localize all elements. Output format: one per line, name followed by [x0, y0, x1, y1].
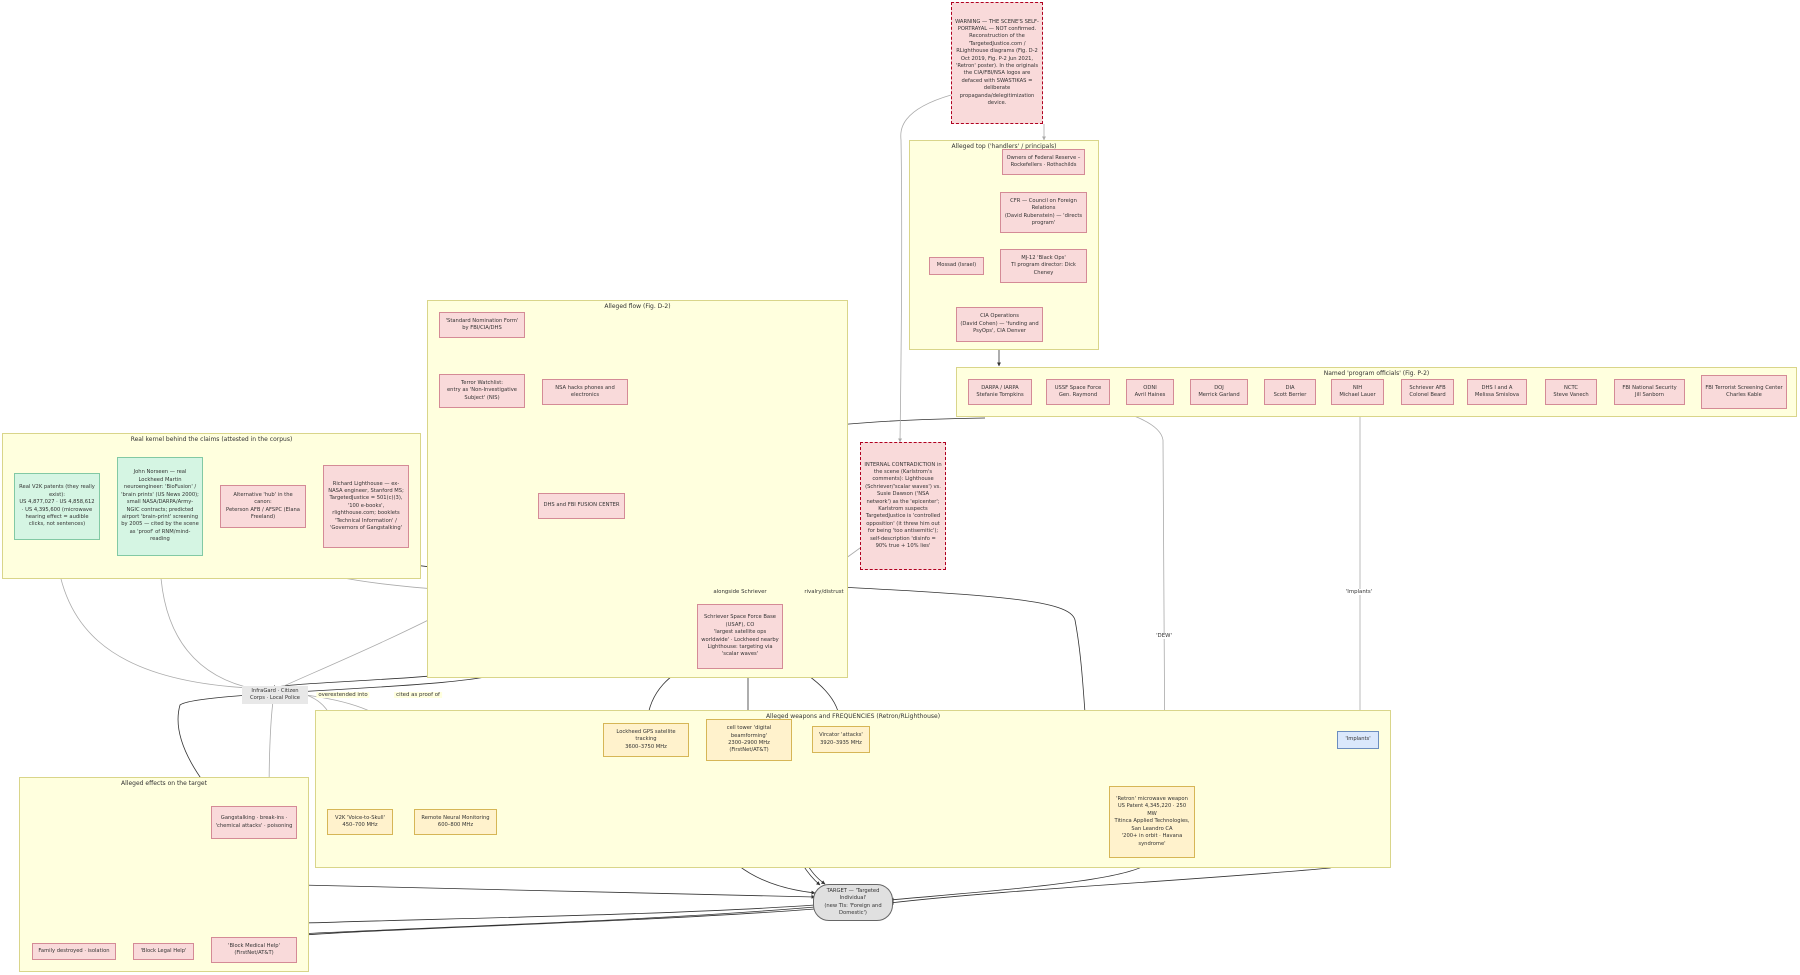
node-fbi-national-security: FBI National Security Jill Sanborn	[1614, 379, 1685, 405]
node-nomination-form: 'Standard Nomination Form' by FBI/CIA/DH…	[439, 312, 525, 338]
node-ussf: USSF Space Force Gen. Raymond	[1046, 379, 1110, 405]
node-nsa: NSA hacks phones and electronics	[542, 379, 628, 405]
node-family-destroyed: Family destroyed · isolation	[32, 943, 116, 960]
node-darpa: DARPA / IARPA Stefanie Tompkins	[968, 379, 1032, 405]
node-schriever-colonel: Schriever AFB Colonel Beard	[1401, 379, 1454, 405]
edge-label-implants: 'Implants'	[1343, 589, 1375, 595]
node-gangstalking: Gangstalking · break-ins · 'chemical att…	[211, 806, 297, 839]
edge-label-overextended: overextended into	[316, 692, 370, 698]
node-infragard: InfraGard · Citizen Corps · Local Police	[242, 686, 308, 704]
node-vircator: Vircator 'attacks' 3920–3935 MHz	[812, 726, 870, 753]
node-alternative-hub: Alternative 'hub' in the canon: Peterson…	[220, 485, 306, 528]
node-block-medical: 'Block Medical Help' (FirstNet/AT&T)	[211, 937, 297, 963]
cluster-top-title: Alleged top ('handlers' / principals)	[951, 143, 1057, 150]
node-v2k: V2K 'Voice-to-Skull' 450–700 MHz	[327, 809, 393, 835]
edge-warning-contradiction	[898, 94, 952, 443]
node-gps-tracking: Lockheed GPS satellite tracking 3600–375…	[603, 723, 689, 757]
node-dia: DIA Scott Berrier	[1264, 379, 1316, 405]
node-cfr: CFR — Council on Foreign Relations (Davi…	[1000, 192, 1087, 233]
node-block-legal: 'Block Legal Help'	[133, 943, 194, 960]
edge-label-cited: cited as proof of	[394, 692, 442, 698]
edge-label-alongside: alongside Schriever	[711, 589, 769, 595]
node-rnm: Remote Neural Monitoring 600–800 MHz	[414, 809, 497, 835]
cluster-effects-title: Alleged effects on the target	[121, 780, 207, 787]
node-target: TARGET — 'Targeted Individual' (new TIs:…	[813, 884, 893, 921]
cluster-kernel-title: Real kernel behind the claims (attested …	[130, 436, 293, 443]
node-internal-contradiction: INTERNAL CONTRADICTION in the scene (Kar…	[860, 442, 946, 570]
node-fbi-tsc: FBI Terrorist Screening Center Charles K…	[1701, 375, 1787, 409]
node-federal-reserve: Owners of Federal Reserve – Rockefellers…	[1002, 149, 1085, 175]
edge-target-medical	[257, 908, 816, 942]
cluster-flow-title: Alleged flow (Fig. D-2)	[604, 303, 671, 310]
node-nctc: NCTC Steve Vanech	[1545, 379, 1597, 405]
cluster-weapons-title: Alleged weapons and FREQUENCIES (Retron/…	[765, 713, 941, 720]
node-mossad: Mossad (Israel)	[929, 257, 984, 275]
node-nih: NIH Michael Lauer	[1331, 379, 1384, 405]
node-retron: 'Retron' microwave weapon US Patent 4,34…	[1109, 786, 1195, 858]
node-schriever-sfb: Schriever Space Force Base (USAF), CO 'l…	[697, 604, 783, 669]
node-odni: ODNI Avril Haines	[1126, 379, 1174, 405]
node-mj12: MJ-12 'Black Ops' TI program director: D…	[1000, 249, 1087, 283]
node-v2k-patents: Real V2K patents (they really exist): US…	[14, 473, 100, 540]
node-norseen: John Norseen — real Lockheed Martin neur…	[117, 457, 203, 556]
node-fusion-center: DHS and FBI FUSION CENTER	[538, 493, 625, 519]
node-doj: DOJ Merrick Garland	[1190, 379, 1248, 405]
cluster-flow: Alleged flow (Fig. D-2)	[427, 300, 848, 678]
node-dhs-ia: DHS I and A Melissa Smislova	[1467, 379, 1527, 405]
edge-label-dew: 'DEW'	[1154, 633, 1174, 639]
cluster-officials-title: Named 'program officials' (Fig. P-2)	[1323, 370, 1430, 377]
warning-note: WARNING — THE SCENE'S SELF-PORTRAYAL — N…	[951, 2, 1043, 124]
node-watchlist: Terror Watchlist: entry as 'Non-Investig…	[439, 374, 525, 408]
edge-label-rivalry: rivalry/distrust	[802, 589, 846, 595]
node-cell-tower: cell tower 'digital beamforming' 2300–29…	[706, 719, 792, 761]
node-implants: 'Implants'	[1337, 731, 1379, 749]
node-richard-lighthouse: Richard Lighthouse — ex-NASA engineer, S…	[323, 465, 409, 548]
edge-kernel-v2kpat	[54, 539, 347, 809]
node-cia-operations: CIA Operations (David Cohen) — 'funding …	[956, 307, 1043, 342]
